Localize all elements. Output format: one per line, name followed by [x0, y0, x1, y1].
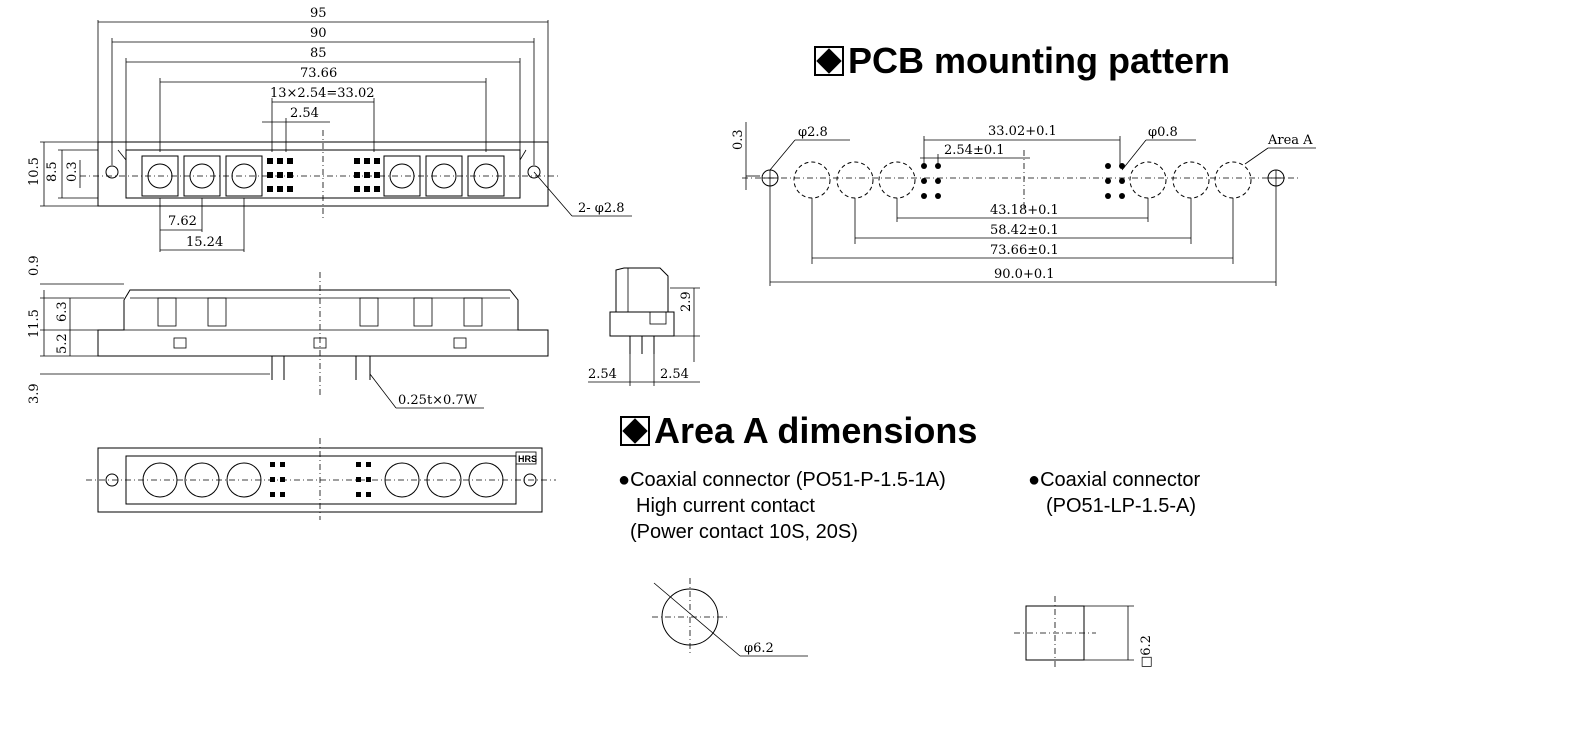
- dim-85: 85: [310, 46, 327, 61]
- square-dim-label: □6.2: [1139, 635, 1154, 668]
- dim-6-3: 6.3: [55, 301, 70, 322]
- dim-7-62: 7.62: [168, 214, 197, 229]
- bottom-view: HRS: [86, 438, 556, 520]
- dim-2-9: 2.9: [679, 291, 694, 312]
- pcb-dim-90-0: 90.0+0.1: [994, 267, 1055, 282]
- note-right-line1: Coaxial connector: [1040, 469, 1201, 491]
- diamond-marker-icon: [814, 46, 844, 76]
- hrs-logo: HRS: [518, 454, 537, 464]
- area-a-square: □6.2: [1014, 596, 1154, 670]
- note-left-line2: High current contact: [636, 495, 815, 517]
- dim-0-3: 0.3: [65, 161, 80, 182]
- pcb-dim-2-54: 2.54±0.1: [944, 143, 1005, 158]
- pcb-dim-hole: φ2.8: [798, 125, 828, 140]
- note-right: ●Coaxial connector (PO51-LP-1.5-A): [1028, 467, 1200, 519]
- dim-95: 95: [310, 6, 327, 21]
- dim-73-66: 73.66: [300, 66, 337, 81]
- note-right-line2: (PO51-LP-1.5-A): [1046, 495, 1197, 517]
- dim-2-54: 2.54: [290, 106, 319, 121]
- pcb-dim-0-3: 0.3: [731, 129, 746, 150]
- top-view: 95 90 85 73.66 13×2.54=33.02 2.54: [27, 6, 632, 252]
- dim-pitch-left: 2.54: [588, 367, 617, 382]
- bullet-icon: ●: [618, 469, 631, 491]
- dim-5-2: 5.2: [55, 333, 70, 354]
- side-view: 0.9 11.5 6.3 5.2 3.9 0.25t×0.7W: [27, 255, 549, 409]
- pcb-dim-43-18: 43.18+0.1: [990, 203, 1059, 218]
- area-a-round: φ6.2: [652, 578, 808, 657]
- pcb-dim-58-42: 58.42±0.1: [990, 223, 1059, 238]
- dim-pin-size: 0.25t×0.7W: [398, 393, 478, 408]
- pcb-pattern-title: PCB mounting pattern: [848, 40, 1230, 81]
- area-a-heading: Area A dimensions: [620, 410, 977, 452]
- note-left-line3: (Power contact 10S, 20S): [630, 521, 858, 543]
- pcb-dim-pin-hole: φ0.8: [1148, 125, 1178, 140]
- dim-3-9: 3.9: [27, 383, 42, 404]
- end-view: 2.9 2.54 2.54: [588, 267, 700, 386]
- note-left: ●Coaxial connector (PO51-P-1.5-1A) High …: [618, 467, 946, 545]
- bullet-icon: ●: [1028, 469, 1041, 491]
- pcb-pattern: 33.02+0.1 2.54±0.1 0.3 φ2.8 φ0.8 Area A …: [731, 122, 1316, 286]
- dim-pitch-right: 2.54: [660, 367, 689, 382]
- pcb-dim-33-02: 33.02+0.1: [988, 124, 1057, 139]
- dim-mount-hole: 2- φ2.8: [578, 201, 625, 216]
- dim-pitch-total: 13×2.54=33.02: [270, 86, 375, 101]
- area-a-title: Area A dimensions: [654, 410, 978, 451]
- note-left-line1: Coaxial connector (PO51-P-1.5-1A): [630, 469, 946, 491]
- dim-10-5: 10.5: [27, 157, 42, 186]
- round-dim-label: φ6.2: [744, 641, 774, 656]
- dim-15-24: 15.24: [186, 235, 223, 250]
- diamond-marker-icon: [620, 416, 650, 446]
- pcb-dim-73-66: 73.66±0.1: [990, 243, 1059, 258]
- area-a-label: Area A: [1267, 133, 1313, 148]
- pcb-pattern-heading: PCB mounting pattern: [814, 40, 1230, 82]
- dim-0-9: 0.9: [27, 255, 42, 276]
- dim-90: 90: [310, 26, 327, 41]
- dim-11-5: 11.5: [27, 309, 42, 338]
- dim-8-5: 8.5: [45, 161, 60, 182]
